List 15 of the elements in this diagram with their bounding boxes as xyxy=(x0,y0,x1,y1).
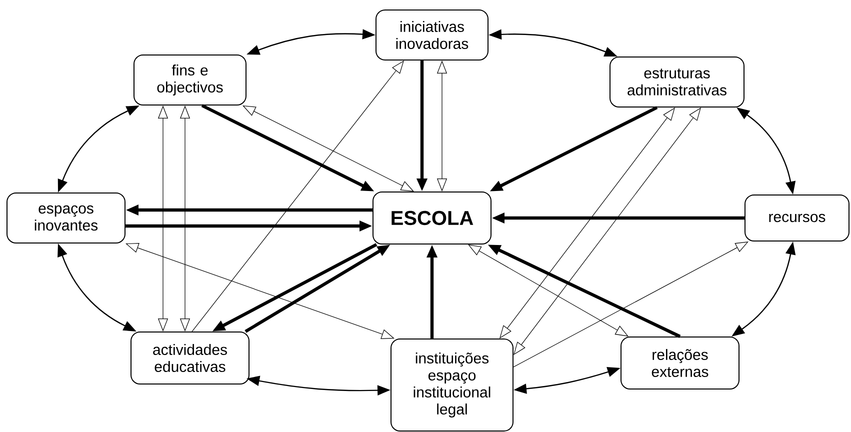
concept-box: recursos xyxy=(744,194,850,242)
concept-box: instituições espaço institucional legal xyxy=(390,338,514,432)
concept-box: espaços inovantes xyxy=(6,192,126,244)
concept-box: fins e objectivos xyxy=(134,54,246,106)
arrow xyxy=(513,242,748,368)
arrow xyxy=(242,106,414,192)
concept-box: estruturas administrativas xyxy=(610,56,744,108)
arrow xyxy=(514,108,701,355)
arrow xyxy=(192,60,404,332)
concept-box: iniciativas inovadoras xyxy=(376,10,488,60)
center-box: ESCOLA xyxy=(372,192,492,244)
arrow xyxy=(500,108,675,338)
concept-box: actividades educativas xyxy=(130,332,250,384)
arrow xyxy=(468,244,628,336)
concept-box: relações externas xyxy=(620,336,740,390)
